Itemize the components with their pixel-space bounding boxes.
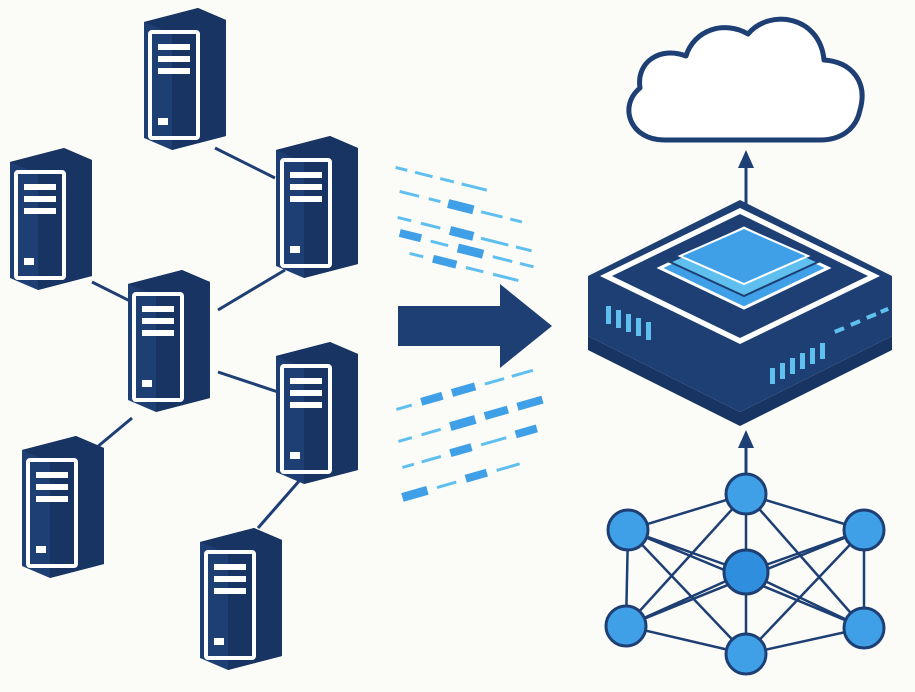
link-line [217,268,286,312]
server-icon [20,434,106,580]
network-node [724,632,768,676]
server-icon [142,6,228,152]
network-node [722,548,770,596]
central-hub-device-icon [588,200,892,426]
network-node [604,604,648,648]
server-icon [198,526,284,672]
network-links [91,146,302,529]
network-node [606,508,650,552]
right-arrow-icon [398,284,552,368]
link-line [95,416,133,450]
neural-network-icon [604,472,886,676]
cloud-icon [626,16,865,143]
network-node [842,606,886,650]
data-stream-lower [396,368,544,502]
server-icon [126,268,212,414]
link-line [91,280,133,304]
server-icon [274,340,360,486]
network-node [724,472,768,516]
server-icon [8,146,94,292]
server-cluster [8,6,360,672]
link-line [217,370,279,394]
server-icon [274,134,360,280]
network-node [842,508,886,552]
link-line [214,146,276,180]
up-arrow-to-hub [738,430,754,478]
link-line [256,479,302,529]
data-stream-upper [395,166,534,283]
